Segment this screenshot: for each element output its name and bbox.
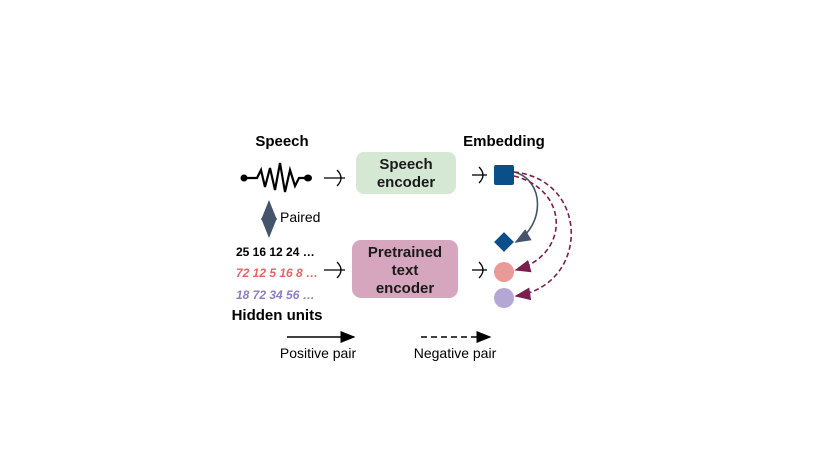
speech-encoder-line2: encoder [377, 174, 436, 191]
negative-pair-curve-purple [513, 171, 572, 301]
text-embedding-diamond [494, 232, 514, 252]
text-encoder-box: Pretrained text encoder [352, 240, 458, 298]
speech-label: Speech [255, 133, 308, 150]
text-encoder-line2: text [392, 262, 419, 279]
waveform-icon [240, 162, 312, 193]
hidden-unit-row-1: 25 16 12 24 … [236, 245, 315, 259]
hidden-unit-row-3: 18 72 34 56 … [236, 288, 315, 302]
speech-encoder-box: Speech encoder [356, 152, 456, 194]
text-embedding-purple-circle [494, 288, 514, 308]
text-encoder-to-embedding-arrow [472, 261, 487, 279]
legend-negative-label: Negative pair [414, 345, 497, 361]
speech-to-encoder-arrow [324, 169, 345, 187]
speech-encoder-line1: Speech [379, 156, 432, 173]
negative-pair-curve-pink [513, 175, 558, 273]
legend-positive-label: Positive pair [280, 345, 357, 361]
text-encoder-line1: Pretrained [368, 244, 442, 261]
text-encoder-line3: encoder [376, 280, 435, 297]
speech-embedding-square [494, 165, 514, 185]
hidden-unit-row-2: 72 12 5 16 8 … [236, 266, 318, 280]
encoder-to-embedding-arrow [472, 166, 487, 184]
units-to-encoder-arrow [324, 261, 345, 279]
positive-pair-curve [513, 171, 539, 243]
hidden-units-label: Hidden units [232, 307, 323, 324]
paired-label: Paired [280, 209, 320, 225]
text-embedding-pink-circle [494, 262, 514, 282]
embedding-label: Embedding [463, 133, 545, 150]
